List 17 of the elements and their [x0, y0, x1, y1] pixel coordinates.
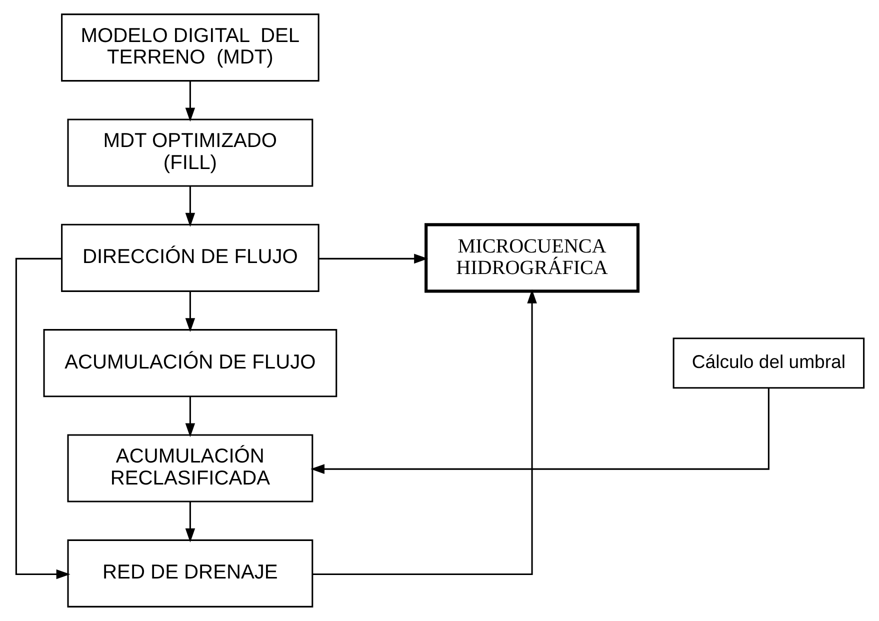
- arrow: [14, 258, 70, 580]
- arrow: [312, 289, 536, 575]
- node-box: Cálculo del umbral: [672, 338, 864, 389]
- arrow: [184, 80, 195, 122]
- arrow: [184, 502, 195, 542]
- node-box: MDT OPTIMIZADO (FILL): [66, 118, 313, 187]
- node-box: ACUMULACIÓN DE FLUJO: [42, 329, 337, 398]
- arrow: [184, 186, 195, 227]
- node-box: ACUMULACIÓN RECLASIFICADA: [66, 434, 313, 502]
- arrow: [184, 291, 195, 332]
- node-box: MODELO DIGITAL DEL TERRENO (MDT): [60, 14, 319, 82]
- arrow: [310, 388, 769, 474]
- node-box: MICROCUENCA HIDROGRÁFICA: [424, 223, 640, 293]
- arrow: [184, 396, 195, 438]
- arrow: [318, 254, 428, 264]
- node-box: RED DE DRENAJE: [66, 539, 313, 608]
- node-box: DIRECCIÓN DE FLUJO: [60, 224, 319, 292]
